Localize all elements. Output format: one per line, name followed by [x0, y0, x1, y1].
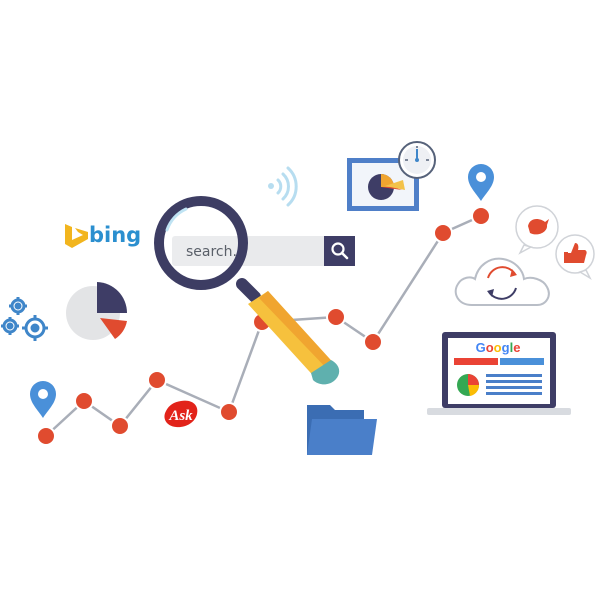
google-letter: e — [513, 340, 520, 355]
google-logo: Google — [476, 340, 521, 355]
magnifier-icon — [154, 196, 340, 385]
wifi-signal-icon — [268, 166, 298, 207]
folder-icon — [307, 405, 377, 455]
gauge-icon — [398, 141, 436, 179]
trend-node — [363, 332, 383, 352]
location-pin-icon — [30, 381, 56, 418]
google-letter: l — [510, 340, 514, 355]
bird-bubble-icon — [515, 205, 559, 255]
trend-node — [471, 206, 491, 226]
trend-node — [110, 416, 130, 436]
ask-logo-text: Ask — [168, 408, 193, 424]
google-letter: o — [486, 340, 494, 355]
thumbs-up-bubble-icon — [555, 234, 595, 280]
ask-logo: Ask — [164, 400, 198, 428]
bing-logo-text: bing — [89, 223, 141, 247]
cloud-sync-icon — [454, 257, 550, 306]
location-pin-icon — [468, 164, 494, 201]
trend-node — [326, 307, 346, 327]
trend-line — [45, 214, 482, 437]
pie-chart-icon — [66, 282, 128, 340]
gear-icon — [1, 297, 48, 341]
trend-node — [433, 223, 453, 243]
search-icon[interactable] — [331, 242, 349, 260]
search-bar[interactable]: search... — [172, 236, 355, 266]
google-letter: g — [502, 340, 510, 355]
google-letter: G — [476, 340, 486, 355]
trend-node — [147, 370, 167, 390]
google-letter: o — [494, 340, 502, 355]
bing-logo: bing — [65, 223, 141, 248]
search-input[interactable]: search... — [186, 244, 246, 260]
trend-node — [36, 426, 56, 446]
trend-node — [219, 402, 239, 422]
trend-node — [74, 391, 94, 411]
trend-nodes — [36, 206, 491, 446]
laptop-icon: Google — [427, 332, 571, 415]
